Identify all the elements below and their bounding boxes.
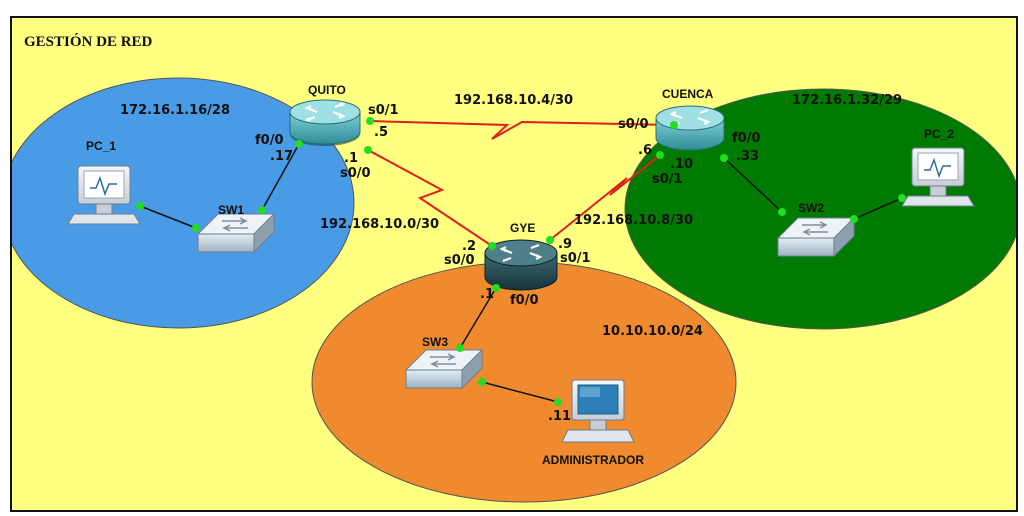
switch-arrows-icon <box>222 217 248 232</box>
quito-lan-zone <box>12 77 355 329</box>
switch-sw3[interactable] <box>404 348 484 390</box>
iface-quito-s01: s0/1 <box>368 103 399 118</box>
device-label-sw3: SW3 <box>422 335 449 349</box>
iface-quito-s00-ip: .1 <box>344 151 358 166</box>
link-cuenca-sw2 <box>723 157 783 213</box>
link-cuenca-gye <box>549 154 661 241</box>
pc-1[interactable] <box>67 165 141 225</box>
link-quito-cuenca <box>369 120 675 140</box>
iface-admin-ip: .11 <box>548 409 572 424</box>
port-dot <box>850 215 858 223</box>
device-label-quito: QUITO <box>308 83 346 97</box>
iface-cuenca-f00: f0/0 <box>732 131 761 146</box>
network-label-quito-lan: 172.16.1.16/28 <box>120 103 231 118</box>
port-dot <box>492 284 500 292</box>
iface-quito-f00: f0/0 <box>255 133 284 148</box>
device-label-cuenca: CUENCA <box>662 87 714 101</box>
pc-screen-graph-icon <box>90 175 117 197</box>
device-label-pc2: PC_2 <box>924 127 955 141</box>
link-gye-sw3 <box>459 287 497 349</box>
port-dot <box>488 242 496 250</box>
iface-gye-s00: s0/0 <box>444 253 475 268</box>
switch-arrows-icon <box>430 353 456 368</box>
iface-quito-f00-ip: .17 <box>270 149 294 164</box>
port-dot <box>656 151 664 159</box>
pc-screen-graph-icon <box>924 157 951 179</box>
iface-gye-s00-ip: .2 <box>462 239 476 254</box>
link-quito-sw1 <box>261 143 300 211</box>
port-dot <box>258 206 266 214</box>
port-dots <box>136 117 906 406</box>
router-quito[interactable] <box>289 99 361 146</box>
network-label-quito-gye: 192.168.10.0/30 <box>320 217 440 232</box>
iface-quito-s00: s0/0 <box>340 166 371 181</box>
device-label-pc1: PC_1 <box>86 139 117 153</box>
link-sw3-admin <box>481 381 559 403</box>
switch-sw2[interactable] <box>776 216 856 258</box>
network-label-gye-lan: 10.10.10.0/24 <box>602 324 703 339</box>
port-dot <box>136 202 144 210</box>
switch-arrows-icon <box>802 221 828 236</box>
topology-drawing <box>12 77 1016 503</box>
router-cuenca[interactable] <box>655 105 725 151</box>
iface-gye-f00: f0/0 <box>510 293 539 308</box>
iface-cuenca-s01: s0/1 <box>652 172 683 187</box>
switch-sw1[interactable] <box>196 212 276 254</box>
port-dot <box>192 224 200 232</box>
device-label-administrador: ADMINISTRADOR <box>542 453 644 467</box>
router-gye[interactable] <box>484 239 558 291</box>
port-dot <box>364 146 372 154</box>
iface-cuenca-f00-ip: .33 <box>736 149 760 164</box>
iface-quito-s01-ip: .5 <box>374 125 388 140</box>
iface-cuenca-s00: s0/0 <box>618 117 649 132</box>
iface-gye-s01: s0/1 <box>560 251 591 266</box>
port-dot <box>720 154 728 162</box>
router-arrows-icon <box>499 243 543 263</box>
pc-administrador[interactable] <box>561 379 635 443</box>
network-label-quito-cuenca: 192.168.10.4/30 <box>454 93 574 108</box>
network-label-cuenca-lan: 172.16.1.32/29 <box>792 93 903 108</box>
device-label-gye: GYE <box>510 221 536 235</box>
link-quito-gye <box>367 149 493 247</box>
network-label-cuenca-gye: 192.168.10.8/30 <box>574 213 694 228</box>
port-dot <box>554 398 562 406</box>
device-label-sw1: SW1 <box>218 203 245 217</box>
port-dot <box>295 140 303 148</box>
port-dot <box>670 121 678 129</box>
topology-canvas: GESTIÓN DE RED 172.16.1.16/28 172.16.1.3… <box>10 16 1018 512</box>
port-dot <box>366 117 374 125</box>
port-dot <box>898 194 906 202</box>
iface-gye-f00-ip: .1 <box>480 287 494 302</box>
port-dot <box>546 236 554 244</box>
device-label-sw2: SW2 <box>798 201 825 215</box>
diagram-title: GESTIÓN DE RED <box>24 34 153 50</box>
iface-gye-s01-ip: .9 <box>558 237 572 252</box>
router-arrows-icon <box>304 101 346 123</box>
link-sw2-pc2 <box>853 197 903 220</box>
pc-2[interactable] <box>901 147 975 207</box>
iface-cuenca-s01-ip: .10 <box>670 157 694 172</box>
port-dot <box>478 378 486 386</box>
link-sw1-pc1 <box>139 205 197 229</box>
port-dot <box>456 344 464 352</box>
port-dot <box>778 208 786 216</box>
iface-cuenca-s00-ip: .6 <box>638 143 652 158</box>
